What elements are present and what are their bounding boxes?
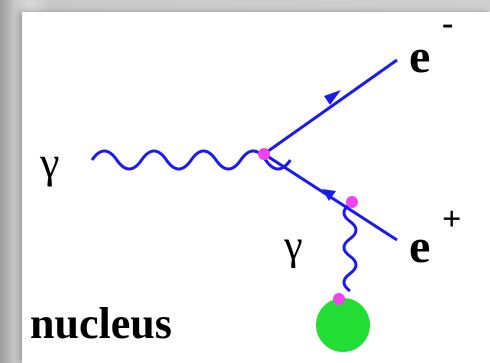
photon-in-label: γ — [39, 138, 59, 187]
electron-label: e — [409, 30, 430, 83]
electron-sign: - — [442, 12, 453, 42]
electron-arrow — [324, 90, 341, 105]
nucleus-label: nucleus — [30, 299, 172, 348]
electron-line — [263, 58, 398, 156]
pair-production-diagram: γ γ e - e + nucleus — [30, 12, 461, 352]
vertex-nucleus — [333, 293, 345, 305]
positron-label: e — [409, 220, 430, 273]
diagram-panel: γ γ e - e + nucleus — [22, 12, 490, 363]
photon-virtual-label: γ — [283, 223, 303, 269]
vertex-positron — [346, 196, 358, 208]
virtual-photon-line — [342, 202, 358, 293]
nucleus-circle — [316, 298, 370, 352]
vertex-primary — [258, 148, 270, 160]
positron-sign: + — [442, 201, 461, 238]
positron-arrow — [322, 189, 336, 201]
